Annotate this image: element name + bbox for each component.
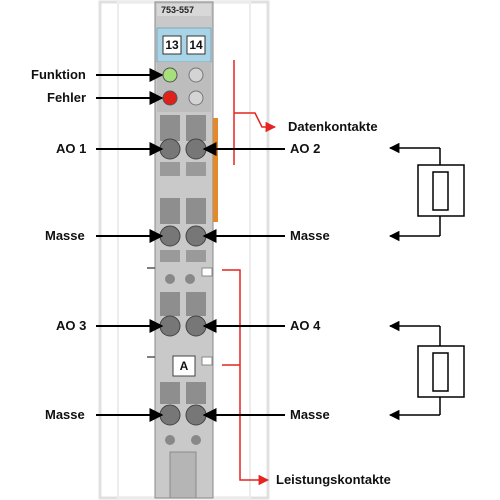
terminal-left-number: 13: [165, 38, 179, 52]
label-funktion: Funktion: [31, 67, 86, 82]
spring-clamp-icon: [159, 138, 181, 160]
label-masse-bottom-right: Masse: [290, 407, 330, 422]
led-fehler-icon: [162, 90, 178, 106]
spring-clamp-icon: [185, 225, 207, 247]
label-leistungskontakte: Leistungskontakte: [276, 472, 391, 487]
label-ao1: AO 1: [56, 141, 87, 156]
spring-clamp-icon: [159, 315, 181, 337]
io-module: [147, 1, 214, 499]
orange-contact-strip: [213, 118, 218, 222]
spring-clamp-icon: [185, 404, 207, 426]
load-circuit-1: [388, 142, 465, 242]
label-ao3: AO 3: [56, 318, 87, 333]
label-ao2: AO 2: [290, 141, 321, 156]
terminal-right-number: 14: [189, 38, 203, 52]
spring-clamp-icon: [159, 225, 181, 247]
bottom-latch: [169, 451, 197, 499]
left-arrows: [96, 68, 164, 422]
marker-box: [172, 355, 196, 377]
right-arrows: [202, 142, 285, 422]
label-masse-top-right: Masse: [290, 228, 330, 243]
label-masse-bottom-left: Masse: [45, 407, 85, 422]
led-spare-1-icon: [188, 67, 204, 83]
led-funktion-icon: [162, 67, 178, 83]
led-spare-2-icon: [188, 90, 204, 106]
label-datenkontakte: Datenkontakte: [288, 119, 378, 134]
load-circuit-2: [388, 320, 465, 421]
spring-clamp-icon: [185, 315, 207, 337]
clamp-block-1: [159, 115, 207, 176]
label-fehler: Fehler: [47, 90, 87, 105]
label-ao4: AO 4: [290, 318, 321, 333]
spring-clamp-icon: [185, 138, 207, 160]
power-contact-row: [165, 267, 213, 284]
power-contact-lines: [222, 269, 270, 486]
clamp-block-3: [159, 292, 207, 337]
label-masse-top-left: Masse: [45, 228, 85, 243]
marker-label: A: [179, 359, 189, 373]
resistor-load-icon: [432, 171, 449, 211]
clamp-block-2: [159, 198, 207, 262]
part-number: 753-557: [161, 5, 195, 15]
data-contact-lines: [233, 60, 277, 165]
spring-clamp-icon: [159, 404, 181, 426]
resistor-load-icon: [432, 352, 449, 392]
